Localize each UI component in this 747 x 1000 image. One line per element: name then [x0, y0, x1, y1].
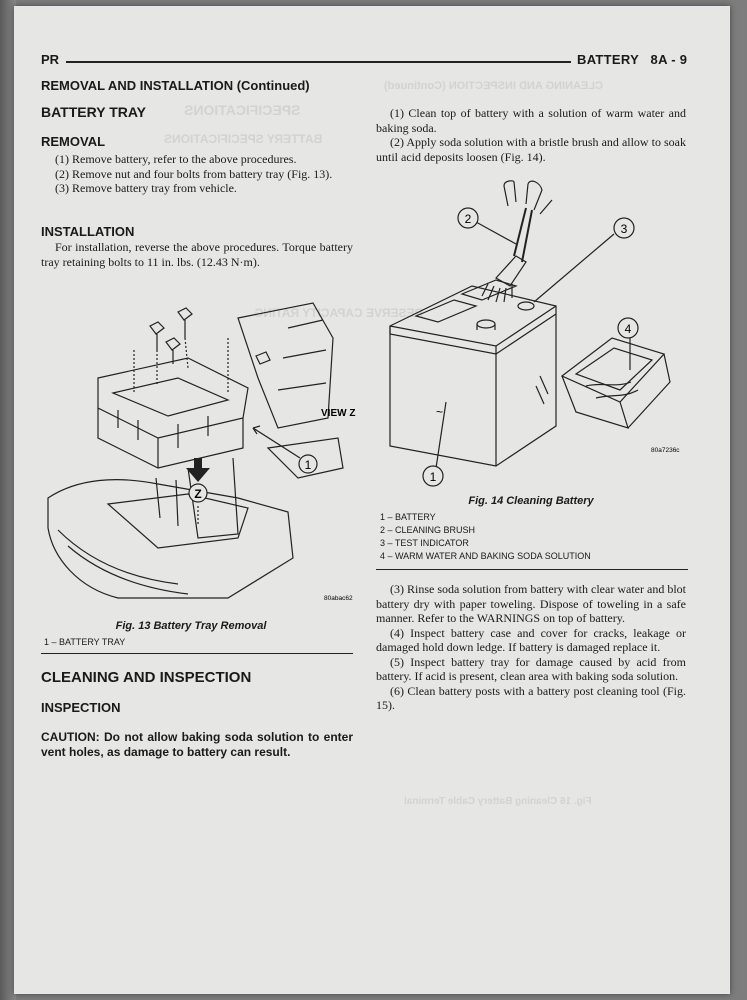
inspection-heading: INSPECTION [41, 700, 121, 715]
figure-14-legend-item: 4 – WARM WATER AND BAKING SODA SOLUTION [380, 551, 591, 561]
callout-4-circle [617, 317, 639, 339]
figure-14-illustration: ~ 2 3 4 1 80a7236c [389, 180, 680, 487]
header-page-title: BATTERY 8A - 9 [577, 52, 688, 67]
figure-13-illustration: Z 1 VIEW Z 80abac62 [47, 302, 355, 602]
figure-14-legend: 1 – BATTERY 2 – CLEANING BRUSH 3 – TEST … [380, 511, 591, 563]
binding-edge [0, 0, 16, 1000]
cleaning-step: (3) Rinse soda solution from battery wit… [376, 582, 686, 625]
removal-heading: REMOVAL [41, 134, 106, 149]
battery-surface-mark: ~ [436, 405, 443, 419]
figure-14-caption: Fig. 14 Cleaning Battery [468, 495, 594, 507]
figure-13-rule [41, 653, 353, 654]
cleaning-step: (4) Inspect battery case and cover for c… [376, 625, 686, 655]
callout-4: 4 [625, 322, 632, 336]
callout-2: 2 [465, 212, 472, 226]
callout-z: Z [194, 487, 201, 501]
bleed-through: BATTERY SPECIFICATIONS [164, 132, 323, 146]
cleaning-step: (6) Clean battery posts with a battery p… [376, 683, 686, 713]
figure-14-legend-item: 3 – TEST INDICATOR [380, 538, 469, 548]
callout-1: 1 [430, 470, 437, 484]
callout-3: 3 [621, 222, 628, 236]
callout-2-circle [457, 207, 479, 229]
bleed-through: SPECIFICATIONS [184, 102, 301, 118]
manual-page: CLEANING AND INSPECTION (Continued) SPEC… [14, 6, 730, 994]
header-rule [66, 61, 571, 63]
cleaning-step: (1) Clean top of battery with a solution… [376, 106, 686, 135]
cleaning-step: (5) Inspect battery tray for damage caus… [376, 654, 686, 684]
figure-14-rule [376, 569, 688, 570]
cleaning-steps-bottom: (3) Rinse soda solution from battery wit… [376, 582, 686, 713]
header-section-code: PR [41, 52, 60, 67]
callout-1-circle [298, 454, 318, 474]
removal-step: (2) Remove nut and four bolts from batte… [55, 166, 333, 181]
callout-1-circle [422, 465, 444, 487]
callout-z-circle [188, 483, 208, 503]
removal-steps: (1) Remove battery, refer to the above p… [41, 152, 353, 196]
figure-14-legend-item: 2 – CLEANING BRUSH [380, 525, 476, 535]
bleed-through: Fig. 16 Cleaning Battery Cable Terminal [404, 796, 592, 807]
callout-1: 1 [305, 458, 312, 472]
cleaning-step: (2) Apply soda solution with a bristle b… [376, 135, 686, 164]
figure-13-caption: Fig. 13 Battery Tray Removal [115, 620, 267, 632]
callout-3-circle [613, 217, 635, 239]
figure-13-legend-item: 1 – BATTERY TRAY [44, 637, 126, 647]
installation-heading: INSTALLATION [41, 224, 135, 239]
section-title: REMOVAL AND INSTALLATION (Continued) [41, 78, 310, 93]
figure-14-legend-item: 1 – BATTERY [380, 512, 436, 522]
bleed-through: CLEANING AND INSPECTION (Continued) [384, 80, 603, 92]
figure-14-code: 80a7236c [651, 447, 680, 454]
battery-tray-heading: BATTERY TRAY [41, 104, 147, 120]
installation-paragraph: For installation, reverse the above proc… [41, 240, 353, 269]
view-z-label: VIEW Z [321, 408, 355, 419]
cleaning-heading: CLEANING AND INSPECTION [41, 669, 252, 686]
removal-step: (1) Remove battery, refer to the above p… [55, 152, 297, 166]
installation-text: For installation, reverse the above proc… [41, 240, 353, 269]
figure-13-code: 80abac62 [324, 595, 353, 602]
caution-note: CAUTION: Do not allow baking soda soluti… [41, 730, 353, 759]
cleaning-steps-top: (1) Clean top of battery with a solution… [376, 106, 686, 164]
removal-step: (3) Remove battery tray from vehicle. [55, 181, 237, 195]
